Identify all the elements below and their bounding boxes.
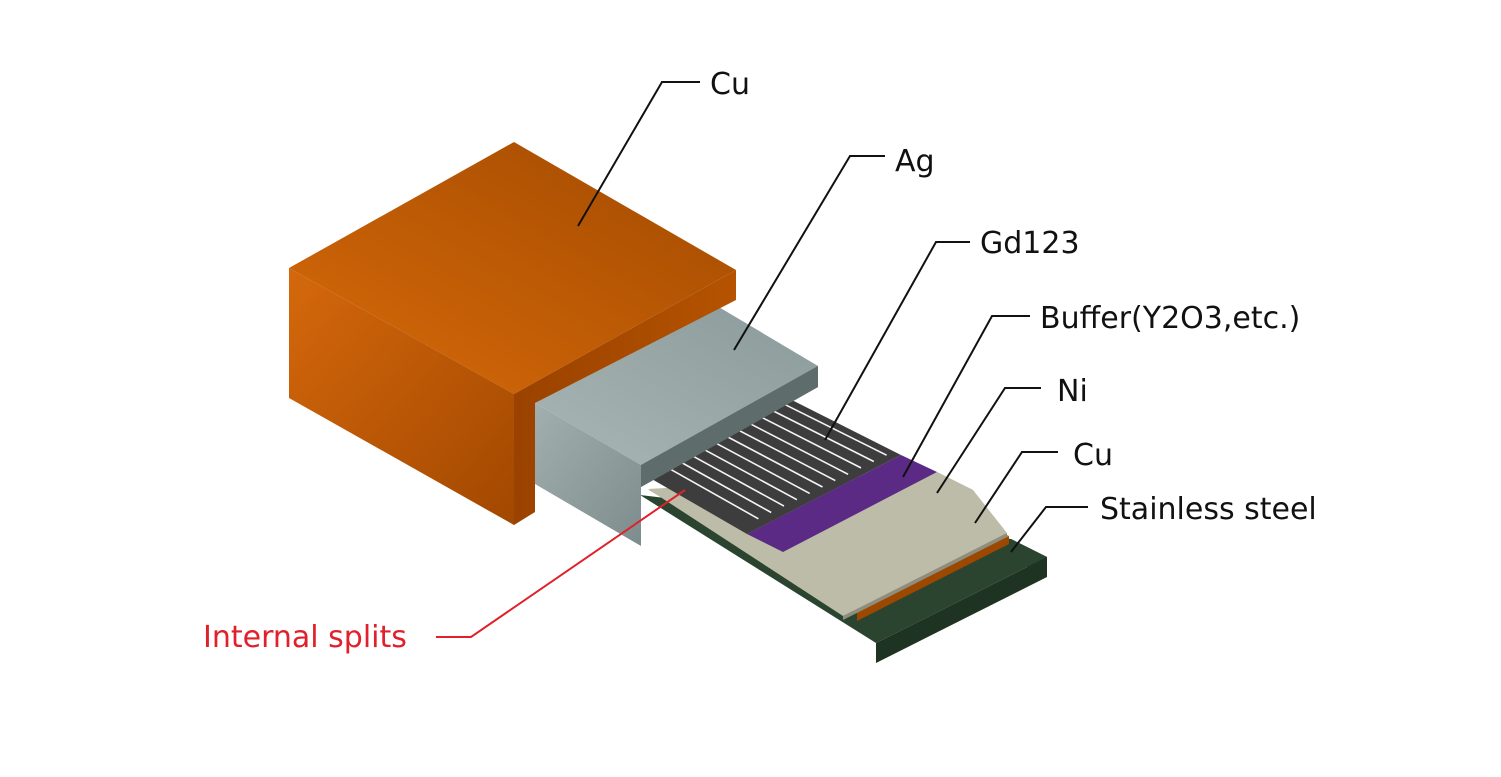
leader-cu-outer [577, 81, 700, 227]
buffer-strip [747, 455, 937, 552]
label-ni: Ni [1057, 374, 1088, 409]
internal-split-line [780, 401, 887, 456]
cu-outer-block [289, 142, 736, 525]
leader-cu-inner [974, 451, 1058, 524]
ni-front-face [843, 533, 1007, 620]
label-internal-splits: Internal splits [203, 620, 407, 655]
label-cu-inner: Cu [1073, 438, 1113, 473]
label-buffer: Buffer(Y2O3,etc.) [1040, 301, 1300, 336]
label-stainless-steel: Stainless steel [1100, 492, 1317, 527]
internal-split-line [669, 468, 759, 520]
internal-splits [669, 401, 887, 520]
internal-split-line [769, 408, 875, 463]
leader-ni [936, 387, 1041, 494]
ag-top-face [535, 303, 818, 465]
internal-split-line [757, 414, 862, 469]
cu-outer-front-face [289, 268, 514, 525]
internal-split-line [746, 421, 849, 476]
cu-inner-front-face [857, 536, 1009, 621]
stainless-steel-front-face [876, 557, 1047, 663]
cu-outer-top-face [289, 142, 736, 394]
internal-split-line [691, 454, 785, 507]
labels: Cu Ag Gd123 Buffer(Y2O3,etc.) Ni Cu Stai… [203, 67, 1317, 655]
leader-ag [733, 155, 885, 351]
gd123-top-face [650, 393, 901, 534]
internal-split-line [680, 461, 772, 514]
label-ag: Ag [895, 144, 935, 179]
ag-sheath [535, 303, 818, 546]
ag-front-face [535, 403, 641, 546]
label-gd123: Gd123 [980, 226, 1080, 261]
layer-stack [640, 393, 1047, 663]
leader-buffer [902, 315, 1030, 478]
leader-gd123 [824, 241, 970, 441]
internal-split-line [724, 434, 823, 488]
leader-internal-splits [436, 489, 686, 638]
leader-stainless-steel [1010, 506, 1088, 553]
cu-outer-side-face [514, 270, 736, 525]
label-cu-outer: Cu [710, 67, 750, 102]
internal-split-line [702, 448, 798, 501]
internal-split-line [735, 428, 836, 482]
internal-split-line [713, 441, 811, 495]
ni-strip [783, 472, 973, 570]
ag-end-face [641, 366, 818, 487]
leader-lines [436, 81, 1088, 638]
